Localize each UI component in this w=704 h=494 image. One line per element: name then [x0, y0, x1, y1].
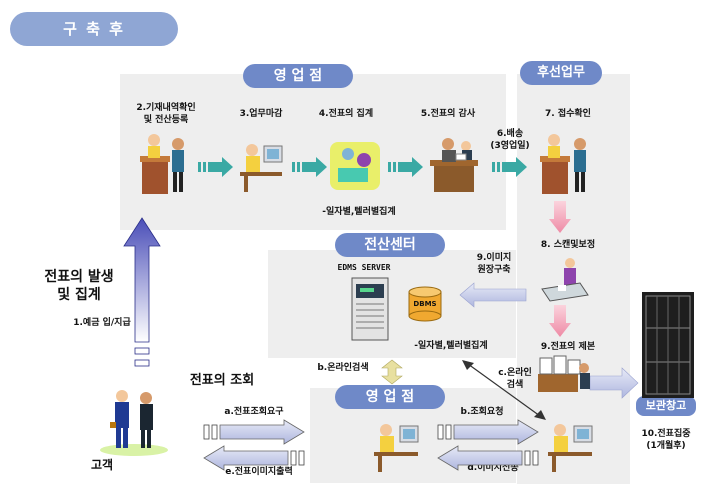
flow-b2-label: b.조회요청 — [460, 407, 504, 417]
step-9-image-label: 9.이미지 원장구축 — [476, 253, 512, 275]
slip-aggregation-icon — [330, 142, 380, 190]
edms-server-label: EDMS SERVER — [337, 263, 391, 272]
branch-top-title: 영 업 점 — [243, 64, 353, 88]
dbms-label: DBMS — [413, 300, 437, 308]
flow-e-label: e.전표이미지출력 — [225, 467, 293, 477]
computer-center-panel — [268, 250, 516, 358]
flow-a-label: a.전표조회요구 — [224, 407, 284, 417]
branch-worker-right-icon — [548, 424, 593, 472]
slip-inquiry-label: 전표의 조회 — [189, 373, 255, 388]
arrow-c-diagonal — [462, 360, 546, 420]
dbms-icon — [408, 286, 442, 322]
branch-bottom-title: 영 업 점 — [335, 385, 445, 409]
arrow-3-to-4 — [292, 157, 327, 177]
arrow-generation-up — [123, 217, 161, 367]
arrow-e-left — [203, 445, 305, 471]
arrow-8-to-9 — [549, 305, 571, 337]
slip-generation-label: 전표의 발생 및 집계 — [44, 269, 114, 303]
step-8-label: 8. 스캔및보정 — [540, 240, 596, 250]
teller-counter-icon — [140, 134, 184, 194]
step-4-label: 4.전표의 집계 — [318, 109, 374, 119]
arrow-d-left — [437, 445, 539, 471]
arrow-bind-to-storage — [589, 367, 639, 399]
storage-title: 보관창고 — [636, 396, 696, 416]
computer-center-title: 전산센터 — [335, 233, 445, 257]
back-office-title: 후선업무 — [520, 61, 602, 85]
step-7-label: 7. 접수확인 — [545, 109, 591, 119]
customers-icon — [100, 390, 168, 456]
arrow-a-right — [203, 419, 305, 445]
customer-label: 고객 — [90, 458, 114, 472]
scanner-icon — [541, 258, 589, 302]
slip-audit-icon — [430, 138, 478, 192]
edms-server-icon — [351, 277, 389, 341]
step-6-label: 6.배송 (3영업일) — [490, 129, 530, 151]
arrow-online-search — [381, 359, 403, 385]
step-3-label: 3.업무마감 — [239, 109, 283, 119]
daily-total-top: -일자별,텔러별집계 — [322, 207, 396, 217]
computer-worker-icon — [240, 144, 283, 192]
arrow-7-to-8 — [549, 201, 571, 233]
step-5-label: 5.전표의 감사 — [420, 109, 476, 119]
step-9-make-label: 9.전표의 제본 — [540, 342, 596, 352]
arrow-b2-right — [437, 419, 539, 445]
flow-b-label: b.온라인검색 — [317, 363, 369, 373]
arrow-2-to-3 — [198, 157, 233, 177]
flow-c-label: c.온라인 검색 — [498, 368, 532, 390]
branch-worker-left-icon — [374, 424, 419, 472]
branch-top-panel — [120, 74, 506, 230]
storage-rack-icon — [642, 292, 694, 398]
flow-d-label: d.이미지전송 — [467, 463, 519, 473]
arrow-5-to-7 — [492, 157, 527, 177]
step-10-label: 10.전표집중 (1개월후) — [641, 429, 691, 451]
step-2-label: 2.기재내역확인 및 전산등록 — [136, 103, 196, 125]
header-title: 구 축 후 — [10, 12, 178, 46]
arrow-scan-to-server — [459, 282, 527, 308]
step-1-label: 1.예금 입/지급 — [73, 318, 131, 328]
reception-icon — [540, 134, 586, 194]
arrow-4-to-5 — [388, 157, 423, 177]
binding-icon — [538, 355, 590, 392]
daily-total-center: -일자별,텔러별집계 — [414, 341, 488, 351]
